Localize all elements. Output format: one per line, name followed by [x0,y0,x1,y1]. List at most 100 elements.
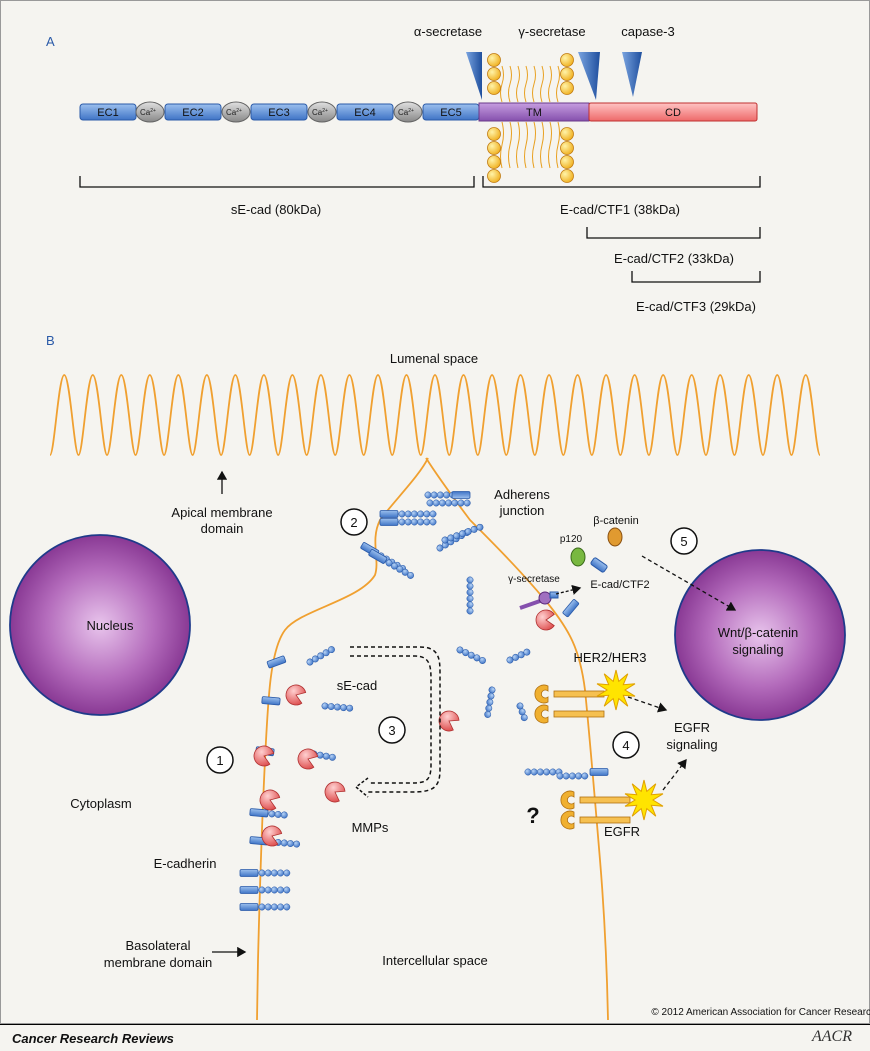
cytoplasm-label: Cytoplasm [70,796,131,811]
ctf1-fragment-label: E-cad/CTF1 (38kDa) [560,202,680,217]
mmp-enzyme [438,710,460,732]
apical-label-line1: Apical membrane [171,505,272,520]
lipid-tail [500,65,504,103]
step-5-label: 5 [680,534,687,549]
fragment-brackets [79,176,761,283]
ctf3-bracket [631,271,761,283]
lipid-tail [556,65,560,103]
cadherin-ec-bead [277,869,285,877]
receptor-ectodomain [560,810,575,830]
journal-title: Cancer Research Reviews [12,1031,174,1046]
soluble-ecad-fragment [556,772,589,780]
cadherin-ec-bead [479,657,486,664]
step-1-label: 1 [216,753,223,768]
egfr-signaling-line2: signaling [666,737,717,752]
receptor-stalk [579,796,631,804]
ecadherin-molecule [562,599,580,618]
cadherin-ec-bead [274,811,282,818]
mmp-body [285,684,307,706]
gamma-secretase-triangle [578,52,600,100]
mmp-body [438,710,460,732]
cadherin-ec-bead [487,692,495,700]
cadherin-ec-bead [280,839,288,847]
cadherin-ec-bead [443,491,451,499]
cadherin-ec-bead [283,886,291,894]
step-1-circle [206,746,234,774]
egfr-signaling-line1: EGFR [674,720,710,735]
caspase-triangle [622,52,642,97]
cadherin-ec-bead [270,886,278,894]
cadherin-ec-bead [293,840,301,848]
caspase-label: capase-3 [621,24,674,39]
receptor-ectodomain [560,790,575,810]
cadherin-tm-segment [589,768,609,776]
mmp-body [297,748,319,770]
ecadherin-molecule [379,518,437,526]
cadherin-tm-segment [239,903,259,911]
ecad-ctf2-label: E-cad/CTF2 [590,579,649,591]
p120-shape [570,547,586,567]
step-4-label: 4 [622,738,629,753]
ecadherin-molecule [589,768,609,776]
beta-catenin-shape [607,527,623,547]
cadherin-ec-bead [286,840,294,847]
cadherin-tm-segment [249,808,269,818]
mmp-enzyme [285,684,307,706]
cadherin-ec-bead [466,576,474,584]
ec5-domain: EC5 [422,103,480,121]
svg-text:Ca2+: Ca2+ [398,108,414,117]
shedding-loop-arrow-outer [350,646,441,793]
receptor-stalk [579,816,631,824]
ecadherin-molecule [239,869,291,877]
step-markers: 1 2 3 4 5 [206,508,698,774]
lipid-tail [556,121,560,169]
mmp-enzyme [297,748,319,770]
cadherin-ec-bead [485,704,493,712]
alpha-secretase-label: α-secretase [414,24,482,39]
egfr-activation-burst [624,779,664,821]
adherens-label-line1: Adherens [494,487,550,502]
cadherin-ec-bead [404,510,412,518]
ec2-label: EC2 [182,107,203,119]
cadherin-ec-bead [549,768,557,776]
lipid-tail [540,121,544,169]
cadherin-ec-bead [258,886,266,894]
aacr-logo: AACR [812,1028,852,1045]
gamma-secretase-label: γ-secretase [518,24,585,39]
lipid-head [487,141,501,155]
cadherin-tm-segment [368,549,388,564]
ec3-label: EC3 [268,107,289,119]
ecadherin-molecule [451,491,471,499]
cadherin-ec-bead [410,518,418,526]
cadherin-ec-bead [424,491,432,499]
lipid-tail [500,121,504,169]
cadherin-ec-bead [562,772,570,780]
apical-label-line2: domain [201,521,244,536]
svg-text:Ca2+: Ca2+ [226,108,242,117]
lipid-head [487,169,501,183]
lipid-tail [516,121,520,169]
lipid-head [487,127,501,141]
cd-domain: CD [588,102,758,122]
lipid-head [560,155,574,169]
lipid-tail [516,65,520,103]
ecadherin-molecule [368,549,414,579]
receptor-dimer [560,790,631,830]
cadherin-tm-segment [239,869,259,877]
shedding-loop-arrowhead [354,777,369,798]
mmps-label: MMPs [352,820,389,835]
cadherin-ec-bead [333,703,341,711]
cadherin-ec-bead [280,811,288,819]
ca-2-label: Ca [226,108,237,117]
ca-3: Ca2+ [307,101,337,123]
cadherin-ec-bead [451,499,459,507]
lipid-head [487,81,501,95]
cadherin-ec-bead [524,768,532,776]
step-2-label: 2 [350,515,357,530]
ca-4-label: Ca [398,108,409,117]
cadherin-ec-bead [488,686,496,694]
soluble-ecad-fragment [456,646,486,664]
shedding-loop-arrow-inner [350,655,432,784]
lipid-head [560,141,574,155]
cadherin-ec-bead [264,869,272,877]
